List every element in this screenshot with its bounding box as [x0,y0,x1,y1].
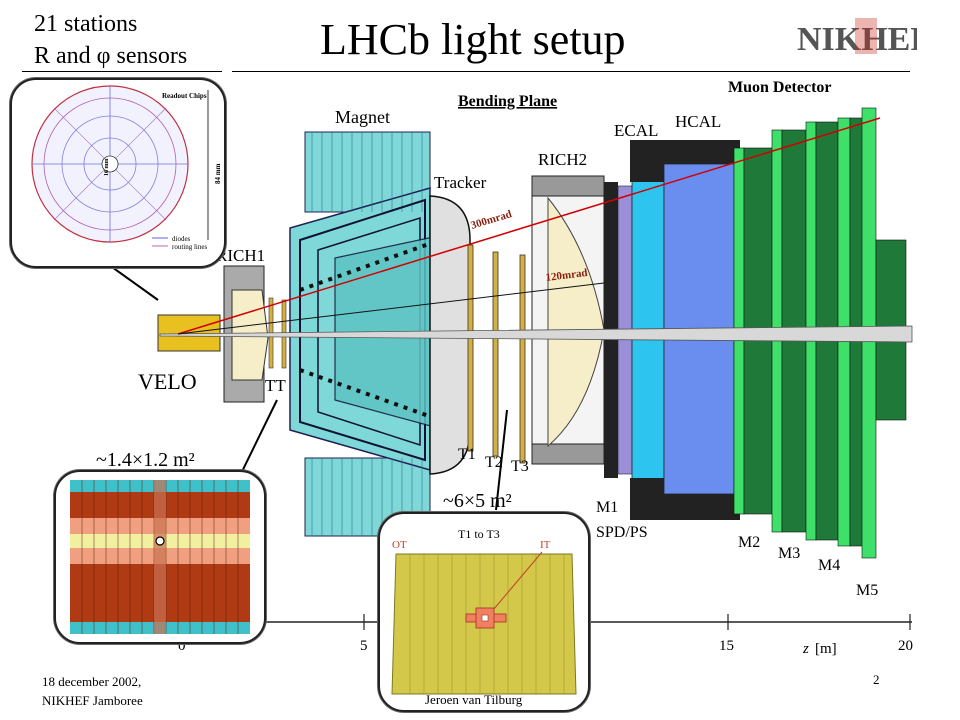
sensors-text: R and φ sensors [34,43,188,69]
stations-caption: 21 stations R and φ sensors [34,8,187,72]
hcal-label: HCAL [675,112,721,131]
legend-routing-label: routing lines [172,243,207,251]
header-rule-left [22,71,222,72]
tick-20: 20 [898,638,913,654]
page-number: 2 [873,672,880,687]
stations-count-text: 21 stations [34,11,138,37]
angle-120mrad-label: 120mrad [545,267,588,284]
m4-label: M4 [818,557,840,574]
nikhef-logo: NIKHEF [795,12,917,60]
size-16mm-label: 16 mm [104,159,110,177]
t3-label: T3 [511,458,529,475]
m5-label: M5 [856,582,878,599]
acceptance-300mrad-line [177,117,881,335]
t-stations-inset: T1 to T3 OT IT [378,512,590,712]
tick-5: 5 [360,638,368,654]
t-area-caption: ~6×5 m² [443,490,512,512]
ecal-label: ECAL [614,121,658,140]
it-label: IT [540,539,551,551]
legend-diodes-label: diodes [172,235,191,243]
footer-date: 18 december 2002, [42,674,142,689]
beam-pipe [159,325,913,343]
angle-300mrad-label: 300mrad [469,208,513,232]
tick-0: 0 [178,638,186,654]
footer-date-block: 18 december 2002, NIKHEF Jamboree [42,672,143,710]
t-inset-title: T1 to T3 [458,527,500,541]
t1-label: T1 [458,446,476,463]
z-axis-label: z [802,641,809,657]
t-pointer-line [495,409,508,511]
size-84mm-label: 84 mm [214,163,222,184]
bending-plane-label: Bending Plane [458,93,557,110]
acceptance-120mrad-line [177,282,605,335]
footer-author: Jeroen van Tilburg [425,692,523,707]
tracker-label: Tracker [434,173,487,192]
t-stations-drawing: T1 to T3 OT IT [391,527,577,695]
tt-area-caption: ~1.4×1.2 m² [96,449,195,471]
logo-text: NIKHEF [797,21,917,58]
header-rule-right [232,71,910,72]
rich2 [531,175,605,465]
readout-chips-label: Readout Chips [162,92,207,100]
velo-sensor-drawing: Readout Chips 84 mm 16 mm diodes routing… [31,85,222,251]
tt-layout-inset [54,470,266,644]
page-title: LHCb light setup [320,15,626,64]
m3-label: M3 [778,545,800,562]
m2-label: M2 [738,534,760,551]
t2-label: T2 [485,454,503,471]
velo-sensor-inset: Readout Chips 84 mm 16 mm diodes routing… [10,78,226,268]
m1-label: M1 [596,499,618,516]
rich1-label: RICH1 [216,246,265,265]
ot-label: OT [392,539,407,551]
tick-15: 15 [719,638,734,654]
velo-label: VELO [138,369,197,394]
footer-event: NIKHEF Jamboree [42,693,143,708]
spd-ps-label: SPD/PS [596,524,648,541]
tt-layout-drawing [70,480,250,634]
muon-detector-label: Muon Detector [728,79,832,96]
logo-accent [855,18,877,54]
rich2-label: RICH2 [538,150,587,169]
tt-label: TT [265,376,286,395]
t-stations [467,244,526,464]
z-axis-unit: [m] [815,641,837,657]
velo-box [157,314,221,352]
magnet-label: Magnet [335,107,390,127]
